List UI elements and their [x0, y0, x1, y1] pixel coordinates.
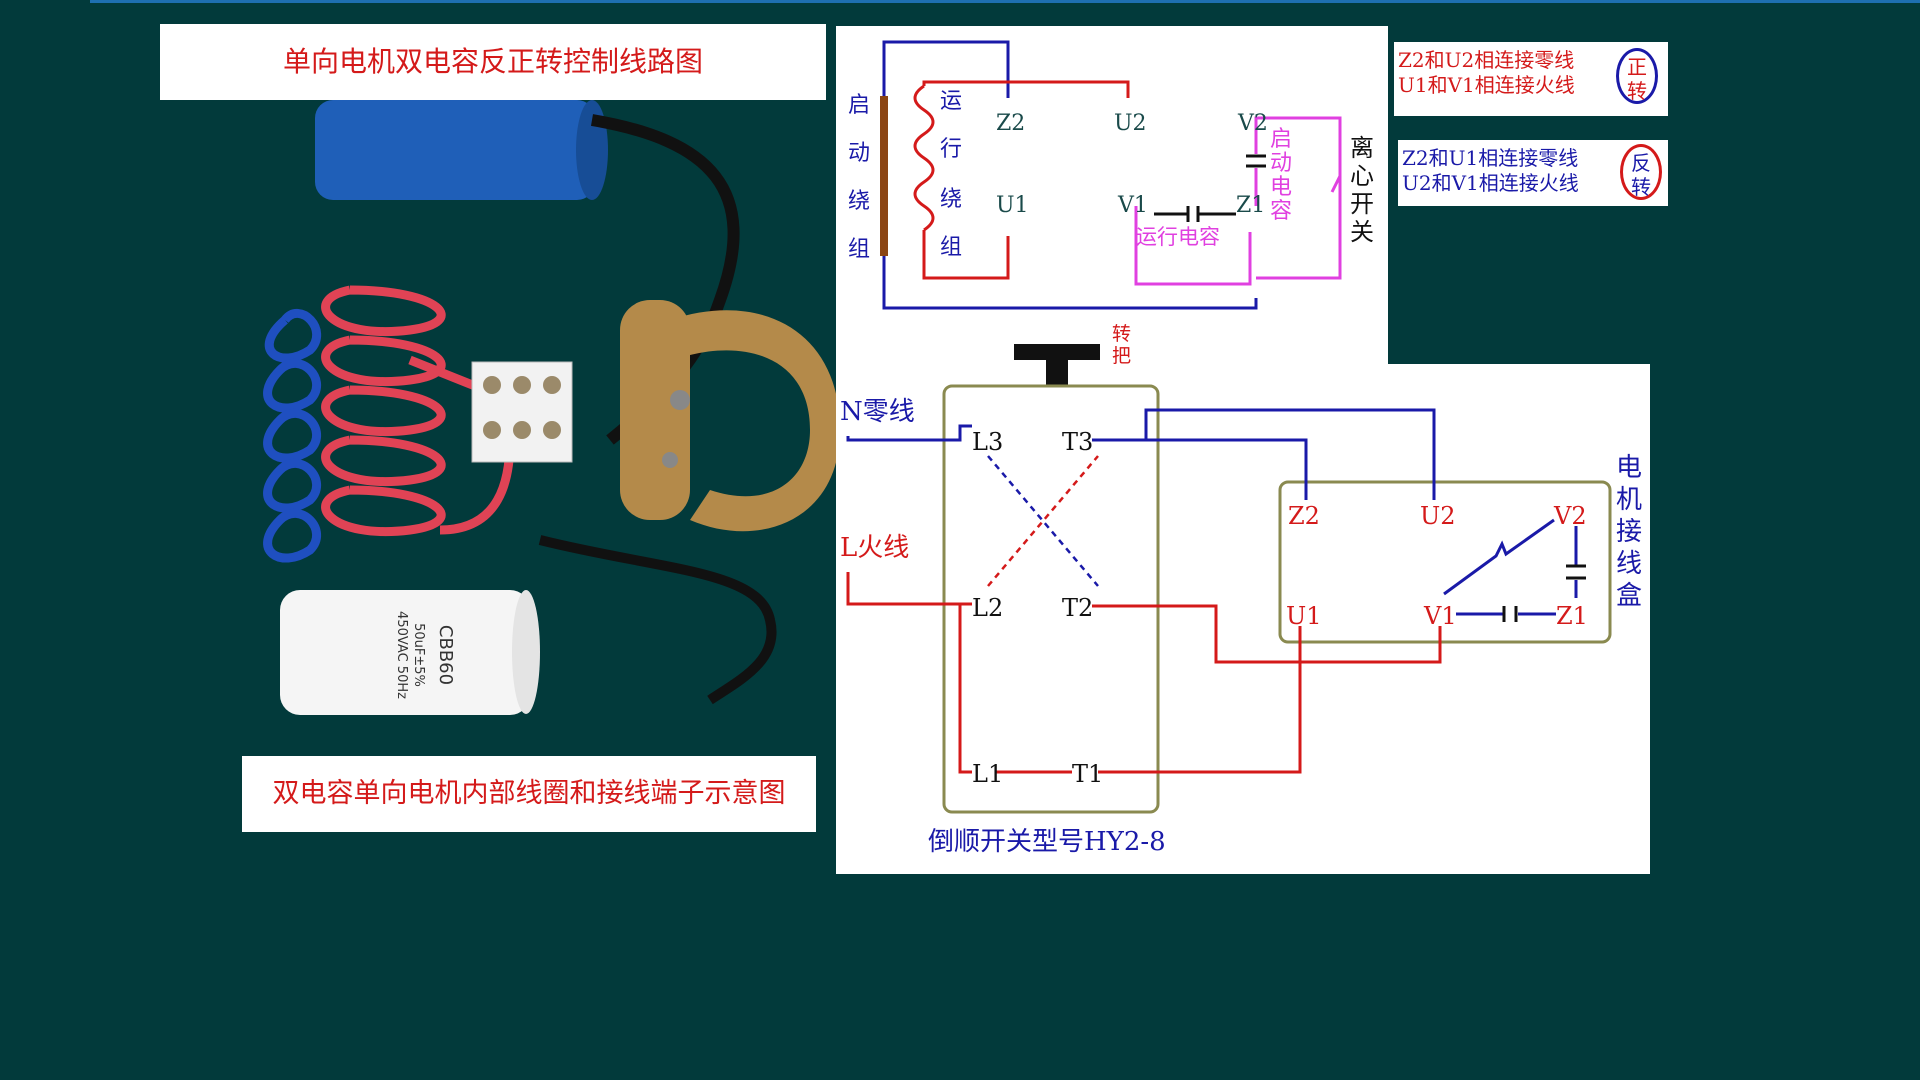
- box-terminal-v2: V2: [1553, 502, 1587, 530]
- centrifugal-switch-char-4: 关: [1350, 218, 1374, 246]
- terminal-u2-top: U2: [1114, 111, 1147, 136]
- page-title: 单向电机双电容反正转控制线路图: [160, 24, 826, 100]
- start-cap-char-3: 电: [1270, 175, 1292, 200]
- switch-handle-stem: [1046, 358, 1068, 386]
- run-winding-char-2: 行: [940, 137, 962, 162]
- reversing-switch-body: [942, 384, 1160, 814]
- forward-badge: 正 转: [1616, 48, 1658, 104]
- junction-box-char-4: 线: [1616, 549, 1642, 579]
- start-cap-char-1: 启: [1270, 127, 1292, 152]
- start-capacitor-symbol: [1246, 154, 1266, 168]
- switch-diagram-panel: [836, 364, 1650, 874]
- junction-box-char-5: 盒: [1616, 581, 1642, 611]
- junction-box-char-3: 接: [1616, 517, 1642, 547]
- start-cap-char-4: 容: [1270, 199, 1292, 224]
- switch-terminal-t2: T2: [1062, 594, 1093, 622]
- box-terminal-z2: Z2: [1288, 502, 1320, 530]
- run-winding-char-1: 运: [940, 89, 962, 114]
- terminal-z1-top: Z1: [1236, 193, 1265, 218]
- switch-terminal-l1: L1: [972, 760, 1003, 788]
- run-winding-char-4: 组: [940, 235, 962, 260]
- legend-forward-line-2: U1和V1相连接火线: [1398, 73, 1575, 97]
- top-accent-line: [90, 0, 1920, 3]
- switch-handle-bar: [1014, 344, 1100, 360]
- centrifugal-switch-char-3: 开: [1350, 190, 1374, 218]
- neutral-label: N零线: [840, 397, 915, 427]
- start-winding-char-3: 绕: [848, 189, 870, 214]
- terminal-z2-top: Z2: [996, 111, 1025, 136]
- run-capacitor-label: 运行电容: [1136, 225, 1220, 249]
- terminal-block-photo: [471, 361, 573, 463]
- centrifugal-switch-char-1: 离: [1350, 134, 1374, 162]
- forward-badge-char-2: 转: [1627, 79, 1647, 103]
- terminal-u1-top: U1: [996, 193, 1029, 218]
- box-terminal-z1: Z1: [1556, 602, 1588, 630]
- legend-forward: Z2和U2相连接零线 U1和V1相连接火线 正 转: [1394, 42, 1668, 116]
- capacitor-label-1: CBB60: [435, 625, 456, 685]
- legend-reverse: Z2和U1相连接零线 U2和V1相连接火线 反 转: [1398, 140, 1668, 206]
- switch-terminal-t1: T1: [1072, 760, 1103, 788]
- handle-label-char-2: 把: [1112, 345, 1131, 367]
- reverse-badge-char-1: 反: [1631, 151, 1651, 175]
- switch-model-label: 倒顺开关型号HY2-8: [928, 827, 1166, 857]
- run-capacitor-photo: [315, 100, 608, 200]
- switch-terminal-l3: L3: [972, 428, 1003, 456]
- legend-reverse-line-2: U2和V1相连接火线: [1402, 171, 1579, 195]
- winding-diagram: [880, 40, 1342, 310]
- legend-reverse-line-1: Z2和U1相连接零线: [1402, 146, 1579, 170]
- centrifugal-switch-photo: [620, 300, 840, 532]
- wiring-diagram: 启 动 绕 组 运 行 绕 组 Z2 U2 V2 U1 V1 Z1 运行电容 启…: [840, 40, 1642, 857]
- box-terminal-u1: U1: [1286, 602, 1322, 630]
- junction-box-char-2: 机: [1616, 485, 1642, 515]
- terminal-v1-top: V1: [1117, 193, 1148, 218]
- photo-caption: 双电容单向电机内部线圈和接线端子示意图: [242, 756, 816, 832]
- reverse-badge-char-2: 转: [1631, 175, 1651, 199]
- switch-terminal-l2: L2: [972, 594, 1003, 622]
- legend-forward-line-1: Z2和U2相连接零线: [1398, 48, 1575, 72]
- run-capacitor-symbol: [1154, 206, 1236, 222]
- capacitor-label-2: 50uF±5%: [411, 623, 426, 687]
- live-label: L火线: [840, 533, 909, 563]
- legend-reverse-text: Z2和U1相连接零线 U2和V1相连接火线: [1402, 146, 1579, 196]
- legend-forward-text: Z2和U2相连接零线 U1和V1相连接火线: [1398, 48, 1575, 98]
- switch-terminal-t3: T3: [1062, 428, 1093, 456]
- junction-box: [1278, 480, 1612, 644]
- start-winding-char-2: 动: [848, 141, 870, 166]
- capacitor-label-3: 450VAC 50Hz: [394, 611, 409, 699]
- start-winding-char-1: 启: [848, 93, 870, 118]
- terminal-v2-top: V2: [1237, 111, 1268, 136]
- box-terminal-v1: V1: [1423, 602, 1457, 630]
- reverse-badge: 反 转: [1620, 144, 1662, 200]
- start-cap-char-2: 动: [1270, 151, 1292, 176]
- motor-wiring-photo: CBB60 50uF±5% 450VAC 50Hz: [240, 100, 840, 760]
- junction-box-char-1: 电: [1616, 453, 1642, 483]
- box-terminal-u2: U2: [1420, 502, 1456, 530]
- start-winding-char-4: 组: [848, 237, 870, 262]
- start-capacitor-photo: CBB60 50uF±5% 450VAC 50Hz: [280, 590, 540, 715]
- run-winding-char-3: 绕: [940, 187, 962, 212]
- forward-badge-char-1: 正: [1627, 55, 1647, 79]
- handle-label-char-1: 转: [1112, 323, 1131, 345]
- centrifugal-switch-char-2: 心: [1350, 162, 1374, 190]
